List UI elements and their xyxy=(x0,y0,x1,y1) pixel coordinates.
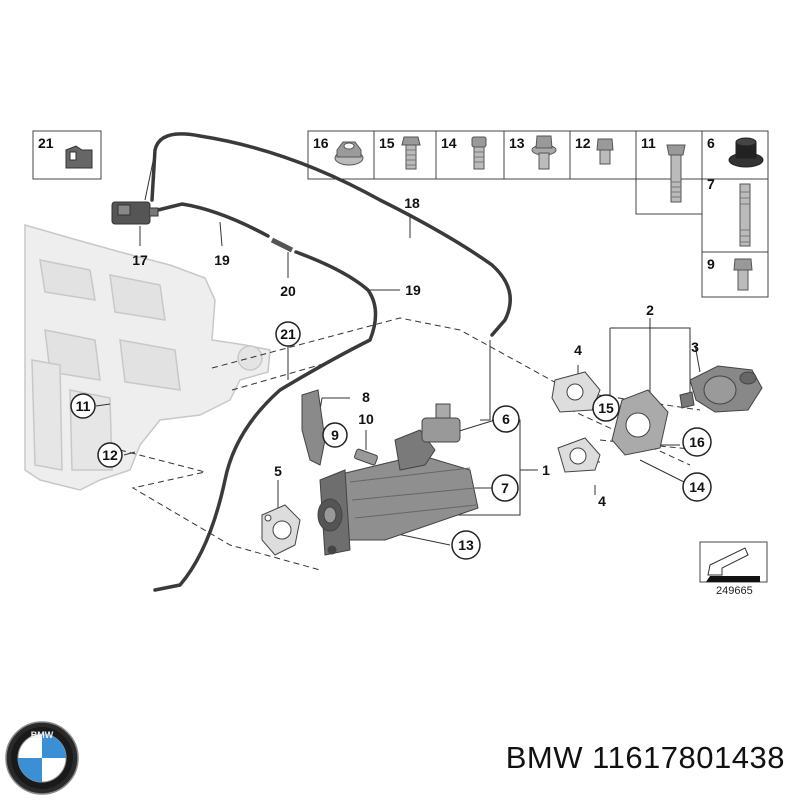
flange-bolt-icon-13 xyxy=(531,135,557,170)
hardware-table-row xyxy=(307,130,769,180)
vacuum-hose-19b xyxy=(153,250,378,592)
callout-4b: 4 xyxy=(598,493,606,509)
bolt-icon-14 xyxy=(471,136,487,170)
callout-3: 3 xyxy=(691,339,699,355)
callout-2: 2 xyxy=(646,302,654,318)
callout-circle-9 xyxy=(322,422,348,448)
table-label-16: 16 xyxy=(313,135,329,151)
vacuum-hose-19a xyxy=(148,202,270,238)
table-label-15: 15 xyxy=(379,135,395,151)
hose-connector-20 xyxy=(270,237,294,253)
reference-number: 249665 xyxy=(716,585,753,597)
callout-circle-16 xyxy=(682,427,712,457)
hardware-table xyxy=(307,130,769,298)
callout-16: 16 xyxy=(689,434,705,450)
callout-5: 5 xyxy=(274,463,282,479)
table-label-14: 14 xyxy=(441,135,457,151)
brand-name: BMW xyxy=(505,740,584,775)
gasket-hole xyxy=(264,514,272,522)
long-bolt-icon-11 xyxy=(666,144,686,203)
callout-6: 6 xyxy=(502,411,510,427)
reference-box xyxy=(699,541,768,583)
pressure-converter xyxy=(111,201,159,225)
callout-14: 14 xyxy=(689,479,705,495)
callout-8: 8 xyxy=(362,389,370,405)
vacuum-hose-18 xyxy=(150,132,512,337)
callout-19a: 19 xyxy=(214,252,230,268)
brand-part-line: BMW 11617801438 xyxy=(380,740,785,776)
callout-9: 9 xyxy=(331,427,339,443)
callout-circle-7 xyxy=(491,474,519,502)
table-label-12: 12 xyxy=(575,135,591,151)
svg-text:BMW: BMW xyxy=(31,730,54,740)
callout-circle-12 xyxy=(97,442,123,468)
callout-21: 21 xyxy=(280,326,296,342)
bmw-logo: BMW xyxy=(5,721,79,795)
bolt-icon-15 xyxy=(401,136,421,170)
table-label-13: 13 xyxy=(509,135,525,151)
callout-20: 20 xyxy=(280,283,296,299)
bolt-icon-12 xyxy=(596,138,614,165)
table-label-6: 6 xyxy=(707,135,715,151)
intake-manifold xyxy=(24,224,271,491)
callout-4a: 4 xyxy=(574,342,582,358)
hex-nut-icon xyxy=(334,141,364,166)
stud-icon xyxy=(739,183,751,247)
egr-valve xyxy=(611,365,763,456)
clip-icon xyxy=(65,145,93,169)
vacuum-hoses xyxy=(148,132,512,592)
callout-11: 11 xyxy=(76,398,91,414)
callout-17: 17 xyxy=(132,252,148,268)
grommet-icon xyxy=(728,137,764,168)
egr-cooler xyxy=(317,403,479,556)
callout-13: 13 xyxy=(458,537,474,553)
hardware-table-column xyxy=(701,178,769,298)
callout-18: 18 xyxy=(404,195,420,211)
callout-12: 12 xyxy=(102,447,118,463)
callout-circle-14 xyxy=(682,472,712,502)
callout-10: 10 xyxy=(358,411,374,427)
table-label-11: 11 xyxy=(641,135,656,151)
callout-19b: 19 xyxy=(405,282,421,298)
gasket-port xyxy=(272,520,292,540)
legend-21-box xyxy=(32,130,102,180)
table-label-9: 9 xyxy=(707,256,715,272)
legend-21-label: 21 xyxy=(38,135,54,151)
bolt-icon-9 xyxy=(733,258,753,291)
bolt-10 xyxy=(354,448,378,466)
part-number: 11617801438 xyxy=(592,740,785,775)
table-label-7: 7 xyxy=(707,176,715,192)
callout-circle-21 xyxy=(275,321,301,347)
callout-circle-11 xyxy=(70,393,96,419)
gasket-port xyxy=(569,447,587,465)
callout-1: 1 xyxy=(542,462,550,478)
callout-15: 15 xyxy=(598,400,614,416)
callout-circle-6 xyxy=(492,405,520,433)
bracket-8 xyxy=(301,389,326,466)
callout-circle-13 xyxy=(451,530,481,560)
callout-circles xyxy=(70,321,712,560)
callout-circle-15 xyxy=(592,394,620,422)
gasket-port xyxy=(566,383,584,401)
callout-7: 7 xyxy=(501,480,509,496)
